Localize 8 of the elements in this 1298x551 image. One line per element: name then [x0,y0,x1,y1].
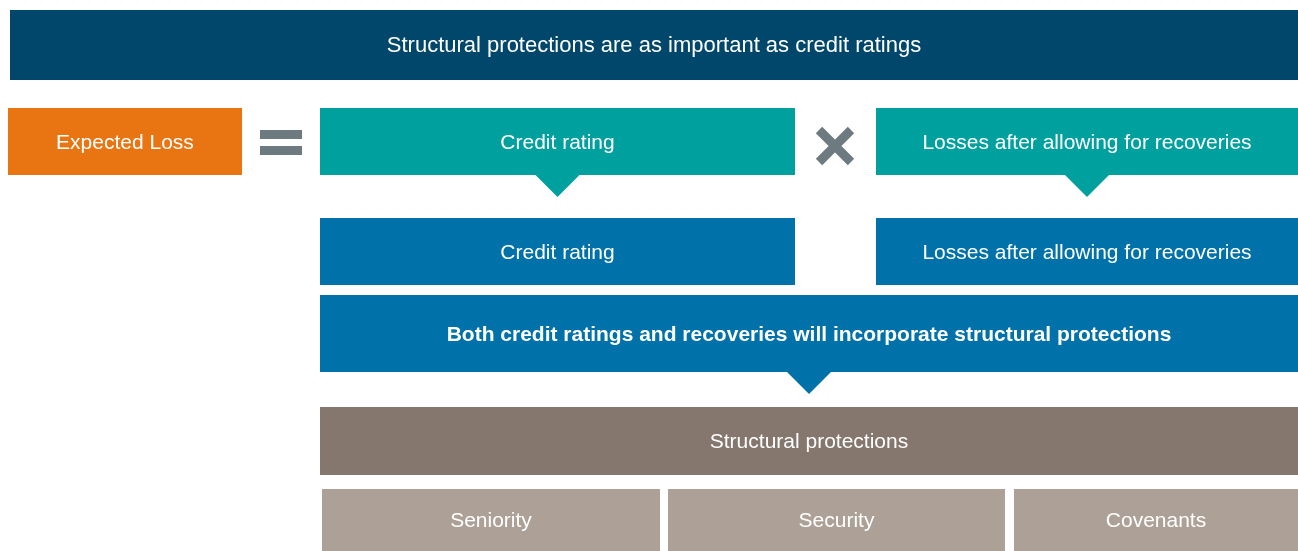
factor-box: Credit rating [320,218,795,285]
item-box: Covenants [1014,489,1298,551]
category-box: Structural protections [320,407,1298,475]
factor-box: Losses after allowing for recoveries [876,218,1298,285]
item-box: Security [668,489,1005,551]
title-banner: Structural protections are as important as credit ratings [10,10,1298,80]
result-box: Expected Loss [8,108,242,175]
item-box: Seniority [322,489,660,551]
